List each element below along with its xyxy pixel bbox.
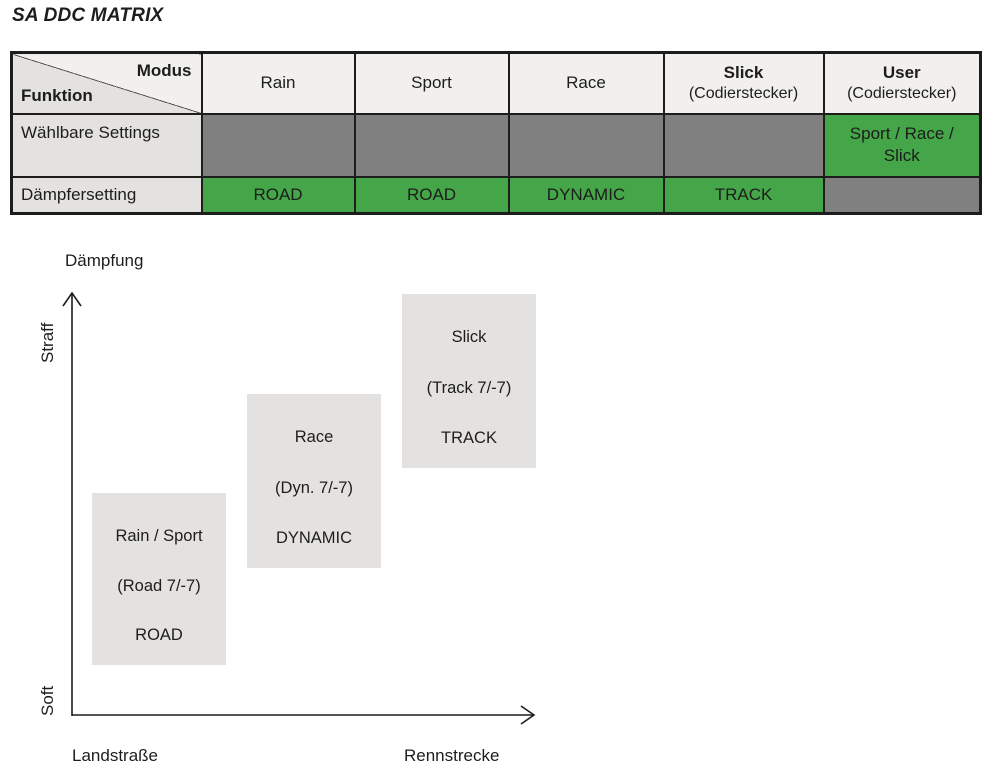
matrix-cell-damper-slick: TRACK	[662, 175, 825, 215]
box-damper-label: DYNAMIC	[275, 529, 353, 547]
corner-label-funktion: Funktion	[21, 85, 93, 105]
y-axis-min-label: Soft	[38, 685, 57, 716]
box-detail-label: (Track 7/-7)	[426, 378, 512, 397]
box-detail-label: (Road 7/-7)	[117, 576, 201, 595]
row-label-waehlbare-settings: Wählbare Settings	[10, 112, 203, 178]
box-damper-label: TRACK	[441, 429, 497, 447]
matrix-cell-settings-race	[507, 112, 665, 178]
corner-label-modus: Modus	[136, 61, 192, 80]
column-header-rain: Rain	[200, 51, 356, 115]
box-damper-label: ROAD	[135, 626, 183, 644]
matrix-cell-settings-sport	[353, 112, 510, 178]
column-header-race: Race	[507, 51, 665, 115]
table-row-daempfersetting: Dämpfersetting ROAD ROAD DYNAMIC TRACK	[10, 175, 982, 215]
box-mode-label: Rain / Sport	[115, 527, 203, 545]
matrix-cell-damper-user	[822, 175, 982, 215]
x-axis-max-label: Rennstrecke	[404, 746, 500, 765]
matrix-cell-settings-rain	[200, 112, 356, 178]
setting-box-rain-sport: Rain / Sport (Road 7/-7) ROAD	[92, 493, 226, 665]
y-axis-max-label: Straff	[38, 322, 57, 363]
column-header-slick: Slick (Codierstecker)	[662, 51, 825, 115]
matrix-cell-damper-race: DYNAMIC	[507, 175, 665, 215]
matrix-cell-damper-rain: ROAD	[200, 175, 356, 215]
matrix-cell-damper-sport: ROAD	[353, 175, 510, 215]
axes	[62, 291, 536, 725]
corner-header-cell: Modus Funktion	[10, 51, 203, 115]
setting-box-slick: Slick (Track 7/-7) TRACK	[402, 294, 536, 468]
matrix-cell-settings-user: Sport / Race / Slick	[822, 112, 982, 178]
box-detail-label: (Dyn. 7/-7)	[275, 478, 353, 497]
x-axis-min-label: Landstraße	[72, 746, 158, 765]
table-row-waehlbare-settings: Wählbare Settings Sport / Race / Slick	[10, 112, 982, 178]
box-mode-label: Slick	[451, 328, 487, 346]
y-axis-title: Dämpfung	[65, 251, 144, 270]
row-label-daempfersetting: Dämpfersetting	[10, 175, 203, 215]
column-header-sport: Sport	[353, 51, 510, 115]
page-title: SA DDC MATRIX	[12, 5, 164, 26]
column-header-user: User (Codierstecker)	[822, 51, 982, 115]
matrix-cell-settings-slick	[662, 112, 825, 178]
setting-box-race: Race (Dyn. 7/-7) DYNAMIC	[247, 394, 381, 568]
box-mode-label: Race	[294, 428, 334, 446]
ddc-matrix-table: Modus Funktion Rain Sport Race Slick (Co…	[10, 51, 982, 215]
